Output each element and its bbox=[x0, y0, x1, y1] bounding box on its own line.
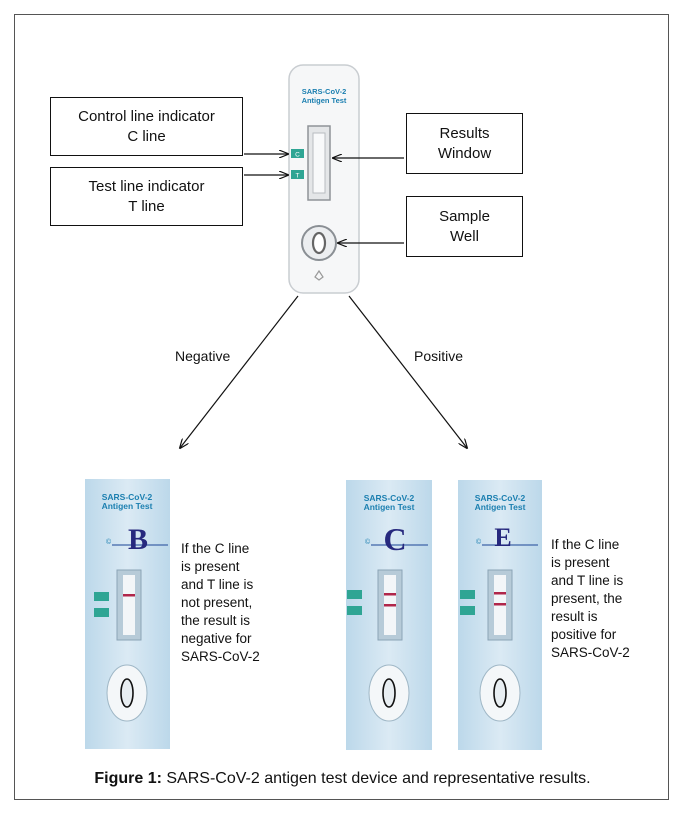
strip-c-c-line bbox=[384, 593, 396, 596]
strip-c-handwritten-label: C bbox=[383, 521, 406, 557]
arrow-positive-branch bbox=[348, 295, 467, 448]
caption-text: SARS-CoV-2 antigen test device and repre… bbox=[161, 770, 591, 787]
positive-label: Positive bbox=[414, 348, 464, 364]
control-line-label: Control line indicator C line bbox=[50, 97, 243, 156]
svg-text:Antigen Test: Antigen Test bbox=[475, 502, 526, 512]
t-marker bbox=[291, 170, 304, 179]
strip-b-handwritten-label: B bbox=[128, 523, 148, 556]
result-strip-c: SARS-CoV-2 Antigen Test © C bbox=[346, 480, 432, 750]
antigen-test-device: SARS-CoV-2 Antigen Test C T bbox=[288, 64, 360, 294]
strip-c-t-line bbox=[384, 604, 396, 607]
svg-text:SARS-CoV-2: SARS-CoV-2 bbox=[475, 493, 526, 503]
svg-text:SARS-CoV-2: SARS-CoV-2 bbox=[102, 492, 153, 502]
device-brand-line1: SARS-CoV-2 bbox=[302, 87, 347, 96]
test-line-label: Test line indicator T line bbox=[50, 167, 243, 226]
sample-well-label: Sample Well bbox=[406, 196, 523, 257]
svg-text:SARS-CoV-2: SARS-CoV-2 bbox=[364, 493, 415, 503]
svg-text:©: © bbox=[476, 538, 482, 546]
c-marker bbox=[291, 149, 304, 158]
svg-text:©: © bbox=[106, 538, 112, 546]
arrow-negative-branch bbox=[180, 295, 299, 448]
svg-text:Antigen Test: Antigen Test bbox=[364, 502, 415, 512]
device-brand-line2: Antigen Test bbox=[302, 96, 347, 105]
drop-icon bbox=[314, 269, 324, 281]
strip-e-c-line bbox=[494, 592, 506, 595]
results-window-label: Results Window bbox=[406, 113, 523, 174]
strip-e-t-line bbox=[494, 603, 506, 606]
negative-explanation: If the C line is present and T line is n… bbox=[181, 541, 260, 664]
result-strip-b: SARS-CoV-2 Antigen Test © B bbox=[85, 479, 170, 749]
svg-text:Antigen Test: Antigen Test bbox=[102, 501, 153, 511]
strip-b-c-line bbox=[123, 594, 135, 597]
t-marker-label: T bbox=[296, 173, 300, 180]
positive-explanation: If the C line is present and T line is p… bbox=[551, 537, 630, 660]
c-marker-label: C bbox=[295, 152, 300, 159]
result-strip-e: SARS-CoV-2 Antigen Test © E bbox=[458, 480, 542, 750]
svg-text:©: © bbox=[365, 538, 371, 546]
figure-caption: Figure 1: SARS-CoV-2 antigen test device… bbox=[0, 770, 685, 788]
negative-label: Negative bbox=[175, 348, 231, 364]
strip-e-handwritten-label: E bbox=[494, 523, 511, 552]
caption-label: Figure 1: bbox=[94, 770, 162, 787]
